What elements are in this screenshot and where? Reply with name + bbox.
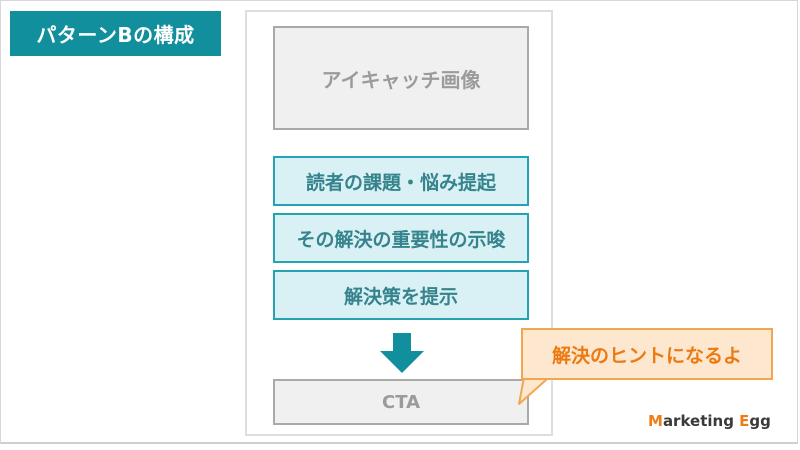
- section-solution-box: 解決策を提示: [273, 270, 529, 320]
- down-arrow-icon: [380, 333, 424, 373]
- cta-box: CTA: [273, 379, 529, 425]
- section-problem-box: 読者の課題・悩み提起: [273, 156, 529, 206]
- brand-logo: Marketing Egg: [648, 412, 771, 430]
- brand-text-marketing: arketing: [662, 412, 740, 430]
- title-badge: パターンBの構成: [10, 11, 221, 56]
- eyecatch-image-box: アイキャッチ画像: [273, 26, 529, 130]
- brand-text-egg: gg: [749, 412, 771, 430]
- hint-callout: 解決のヒントになるよ: [521, 328, 773, 380]
- section-importance-box: その解決の重要性の示唆: [273, 213, 529, 263]
- brand-initial-m: M: [648, 412, 663, 430]
- brand-initial-e: E: [739, 412, 750, 430]
